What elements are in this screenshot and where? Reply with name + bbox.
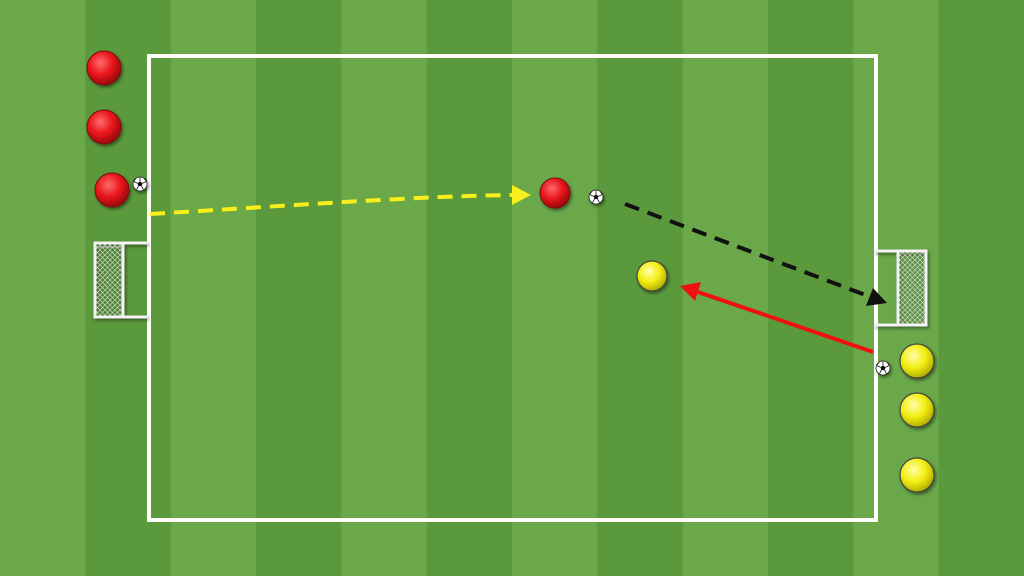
yellow-player <box>899 457 935 493</box>
yellow-player <box>899 392 935 428</box>
goal-right <box>874 249 928 327</box>
grass-stripe <box>938 0 1024 576</box>
grass-stripe <box>170 0 257 576</box>
red-player <box>86 50 122 86</box>
grass-stripe <box>597 0 684 576</box>
field-boundary <box>147 54 878 522</box>
yellow-player <box>899 343 935 379</box>
red-player-center <box>539 177 571 209</box>
yellow-player-center <box>636 260 668 292</box>
grass-stripe <box>341 0 428 576</box>
red-player <box>86 109 122 145</box>
ball-left <box>132 176 148 192</box>
grass-stripe <box>0 0 86 576</box>
red-player-left <box>94 172 130 208</box>
pass-arrow-yellow <box>149 185 531 216</box>
goal-left <box>93 241 147 319</box>
ball-center <box>588 189 604 205</box>
grass-stripe <box>256 0 342 576</box>
shot-arrow-black <box>624 202 887 306</box>
ball-right <box>875 360 891 376</box>
grass-stripe <box>426 0 513 576</box>
run-arrow-red <box>680 282 874 354</box>
grass-stripe <box>768 0 854 576</box>
grass-stripe <box>512 0 598 576</box>
